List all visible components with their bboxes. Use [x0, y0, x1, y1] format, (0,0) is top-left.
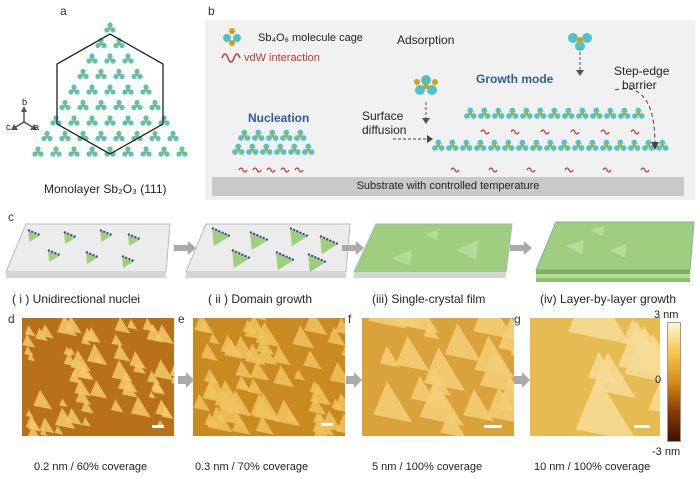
panel-label-d: d — [8, 312, 15, 326]
panel-label-g: g — [514, 312, 521, 326]
panel-a-caption: Monolayer Sb₂O₃ (111) — [44, 182, 167, 196]
legend-molecule-text: Sb₄O₆ molecule cage — [258, 32, 363, 44]
molecule-cage-icon — [223, 28, 241, 46]
colorbar-top-label: 3 nm — [654, 309, 679, 321]
hexagon-unit-outline — [56, 33, 164, 155]
substrate-bar: Substrate with controlled temperature — [212, 177, 684, 196]
crystal-axes-icon — [11, 106, 37, 130]
step3-substrate — [353, 223, 513, 273]
height-colorbar — [667, 322, 681, 442]
surface-diffusion-label-1: Surface — [362, 109, 404, 123]
axis-c-label: c — [6, 122, 11, 132]
step-edge-label-1: Step-edge — [614, 64, 670, 78]
adsorption-label: Adsorption — [397, 33, 455, 47]
afm-caption-g: 10 nm / 100% coverage — [534, 461, 651, 473]
step-edge-label-2: barrier — [622, 78, 657, 92]
surface-diffusion-label-2: diffusion — [362, 123, 407, 137]
incoming-molecule — [568, 33, 592, 51]
growth-mechanism-diagram — [221, 28, 669, 173]
arrow-1-2 — [174, 241, 196, 255]
growth-mode-label: Growth mode — [476, 72, 554, 86]
growth-mechanism-panel — [205, 20, 695, 200]
nucleation-label: Nucleation — [248, 111, 310, 125]
panel-label-a: a — [60, 4, 67, 18]
afm-arrows — [178, 372, 530, 388]
axis-a-label: a — [34, 122, 40, 132]
afm-image-d — [22, 318, 174, 436]
monolayer-lattice-diagram — [32, 22, 188, 157]
colorbar-bottom-label: -3 nm — [652, 446, 681, 458]
afm-caption-e: 0.3 nm / 70% coverage — [195, 461, 309, 473]
afm-image-g — [530, 318, 660, 436]
panel-label-b: b — [208, 4, 215, 18]
scale-bar-g — [634, 425, 650, 428]
axis-b-label: b — [22, 97, 28, 107]
panel-label-f: f — [348, 312, 352, 326]
scale-bar-d — [152, 425, 164, 428]
step1-caption: ( i ) Unidirectional nuclei — [12, 292, 141, 306]
step1-nuclei — [27, 229, 141, 268]
scale-bar-e — [321, 423, 333, 426]
process-schematic — [5, 221, 695, 282]
colorbar-mid-label: 0 — [655, 374, 662, 386]
afm-image-f — [362, 318, 514, 436]
scale-bar-f — [484, 425, 502, 428]
step4-caption: (iv) Layer-by-layer growth — [540, 292, 677, 306]
afm-image-e — [193, 318, 345, 436]
step2-caption: ( ii ) Domain growth — [208, 292, 313, 306]
afm-caption-d: 0.2 nm / 60% coverage — [34, 461, 148, 473]
step2-domains — [211, 227, 339, 272]
legend-vdw-text: vdW interaction — [244, 52, 320, 64]
lattice-molecules — [32, 22, 188, 157]
nucleation-cluster — [232, 129, 315, 173]
adsorbing-molecule — [414, 75, 438, 95]
afm-caption-f: 5 nm / 100% coverage — [372, 461, 483, 473]
step4-substrate — [535, 221, 695, 271]
panel-label-c: c — [8, 210, 14, 224]
vdw-interaction-icon — [221, 53, 241, 63]
arrow-3-4 — [510, 241, 532, 255]
step3-caption: (iii) Single-crystal film — [372, 292, 486, 306]
arrow-2-3 — [342, 241, 364, 255]
growth-layers — [432, 107, 669, 173]
panel-label-e: e — [178, 312, 185, 326]
